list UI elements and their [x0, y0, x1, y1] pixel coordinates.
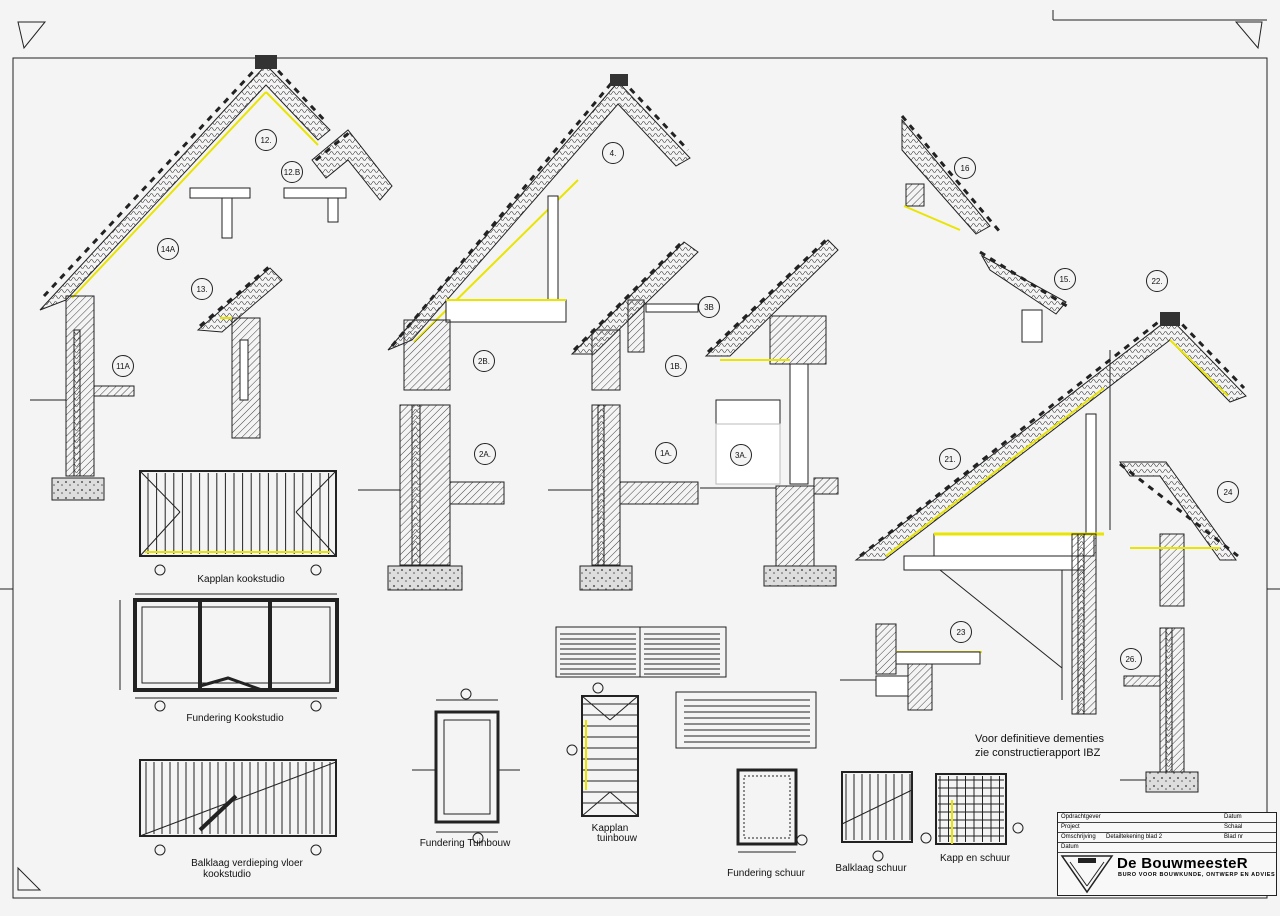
plan-balklaag-kookstudio [139, 759, 337, 856]
tb-row-opdrachtgever: Opdrachtgever Datum [1058, 813, 1276, 823]
title-fundering-schuur: Fundering schuur [727, 868, 805, 879]
callout-13: 13. [191, 278, 213, 300]
callout-16: 16 [954, 157, 976, 179]
note-line-1: Voor definitieve dementies [975, 733, 1105, 745]
title-fundering-kookstudio: Fundering Kookstudio [186, 713, 284, 724]
company-tagline: BURO VOOR BOUWKUNDE, ONTWERP EN ADVIES [1118, 872, 1276, 878]
detail-roof-14a [30, 55, 393, 501]
callout-14a: 14A [157, 238, 179, 260]
title-kapplan-line2: tuinbouw [596, 833, 638, 844]
title-kapplan-line1: Kapplan [591, 823, 629, 834]
callout-4: 4. [602, 142, 624, 164]
detail-roof-2b [358, 74, 691, 591]
dimension-note: Voor definitieve dementies zie construct… [975, 732, 1104, 760]
legend-table [555, 626, 727, 678]
callout-3b: 3B [698, 296, 720, 318]
detail-roof-3a [700, 236, 839, 587]
callout-12: 12. [255, 129, 277, 151]
callout-23: 23 [950, 621, 972, 643]
tb-row-omschrijving: Omschrijving Detailtekening blad 2 Blad … [1058, 833, 1276, 843]
callout-11a: 11A [112, 355, 134, 377]
callout-15: 15. [1054, 268, 1076, 290]
title-block: Opdrachtgever Datum Project Schaal Omsch… [1057, 812, 1277, 896]
plan-fundering-kookstudio [119, 593, 339, 712]
company-logo-icon [1060, 855, 1114, 894]
title-kapplan-kookstudio: Kapplan kookstudio [197, 574, 285, 585]
company-name: De BouwmeesteR [1117, 855, 1248, 872]
tb-row-project: Project Schaal [1058, 823, 1276, 833]
notes-box [675, 691, 817, 749]
title-kap-schuur: Kapp en schuur [939, 853, 1011, 864]
detail-roof-21 [854, 312, 1247, 715]
callout-24: 24 [1217, 481, 1239, 503]
detail-roof-1b [548, 238, 699, 591]
callout-2a: 2A. [474, 443, 496, 465]
company-logo-area: De BouwmeesteR BURO VOOR BOUWKUNDE, ONTW… [1058, 853, 1276, 895]
callout-12b: 12.B [281, 161, 303, 183]
callout-22: 22. [1146, 270, 1168, 292]
callout-1b: 1B. [665, 355, 687, 377]
detail-wall-26 [1120, 627, 1199, 793]
callout-21: 21. [939, 448, 961, 470]
plan-kap-schuur [920, 773, 1024, 845]
title-balklaag-schuur: Balklaag schuur [835, 863, 907, 874]
detail-eave-16 [900, 115, 1071, 343]
callout-1a: 1A. [655, 442, 677, 464]
title-balklaag-line1: Balklaag verdieping vloer [191, 858, 303, 869]
plan-fundering-tuinbouw [412, 688, 520, 844]
detail-eave-13 [196, 264, 283, 439]
plan-balklaag-schuur [841, 771, 913, 862]
callout-26: 26. [1120, 648, 1142, 670]
title-balklaag-line2: kookstudio [203, 869, 251, 880]
detail-floor-23 [840, 623, 982, 711]
title-fundering-tuinbouw: Fundering Tuinbouw [419, 838, 511, 849]
tb-row-datum: Datum [1058, 843, 1276, 853]
note-line-2: zie constructierapport IBZ [975, 747, 1101, 759]
plan-fundering-schuur [736, 768, 808, 853]
callout-2b: 2B. [473, 350, 495, 372]
plan-kapplan-kookstudio [139, 470, 337, 576]
callout-3a: 3A. [730, 444, 752, 466]
plan-kapplan-tuinbouw [566, 682, 639, 817]
